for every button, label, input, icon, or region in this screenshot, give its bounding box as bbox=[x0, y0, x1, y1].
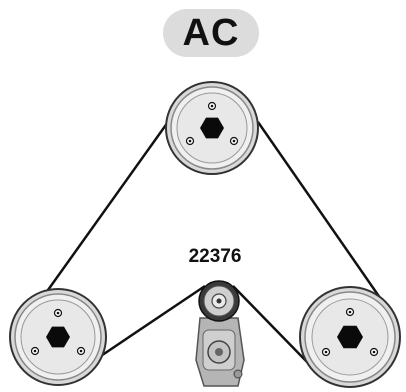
system-badge-label: AC bbox=[182, 11, 240, 54]
tensioner-part-number: 22376 bbox=[188, 246, 242, 267]
belt-segment-idler-right bbox=[232, 285, 311, 366]
hex-hub-icon bbox=[200, 117, 224, 139]
bolt-hole-icon bbox=[30, 308, 86, 356]
bolt-hole-icon bbox=[321, 307, 379, 357]
bottom-right-pulley bbox=[299, 286, 401, 388]
tensioner-assembly bbox=[195, 280, 245, 387]
tensioner-pulley-icon bbox=[198, 280, 240, 322]
bolt-hole-icon bbox=[185, 101, 239, 146]
system-badge: AC bbox=[163, 9, 259, 57]
hex-hub-icon bbox=[46, 326, 70, 348]
belt-segment-right bbox=[256, 121, 387, 306]
bottom-left-pulley bbox=[9, 288, 107, 386]
top-pulley bbox=[165, 81, 259, 175]
hex-hub-icon bbox=[337, 325, 363, 349]
